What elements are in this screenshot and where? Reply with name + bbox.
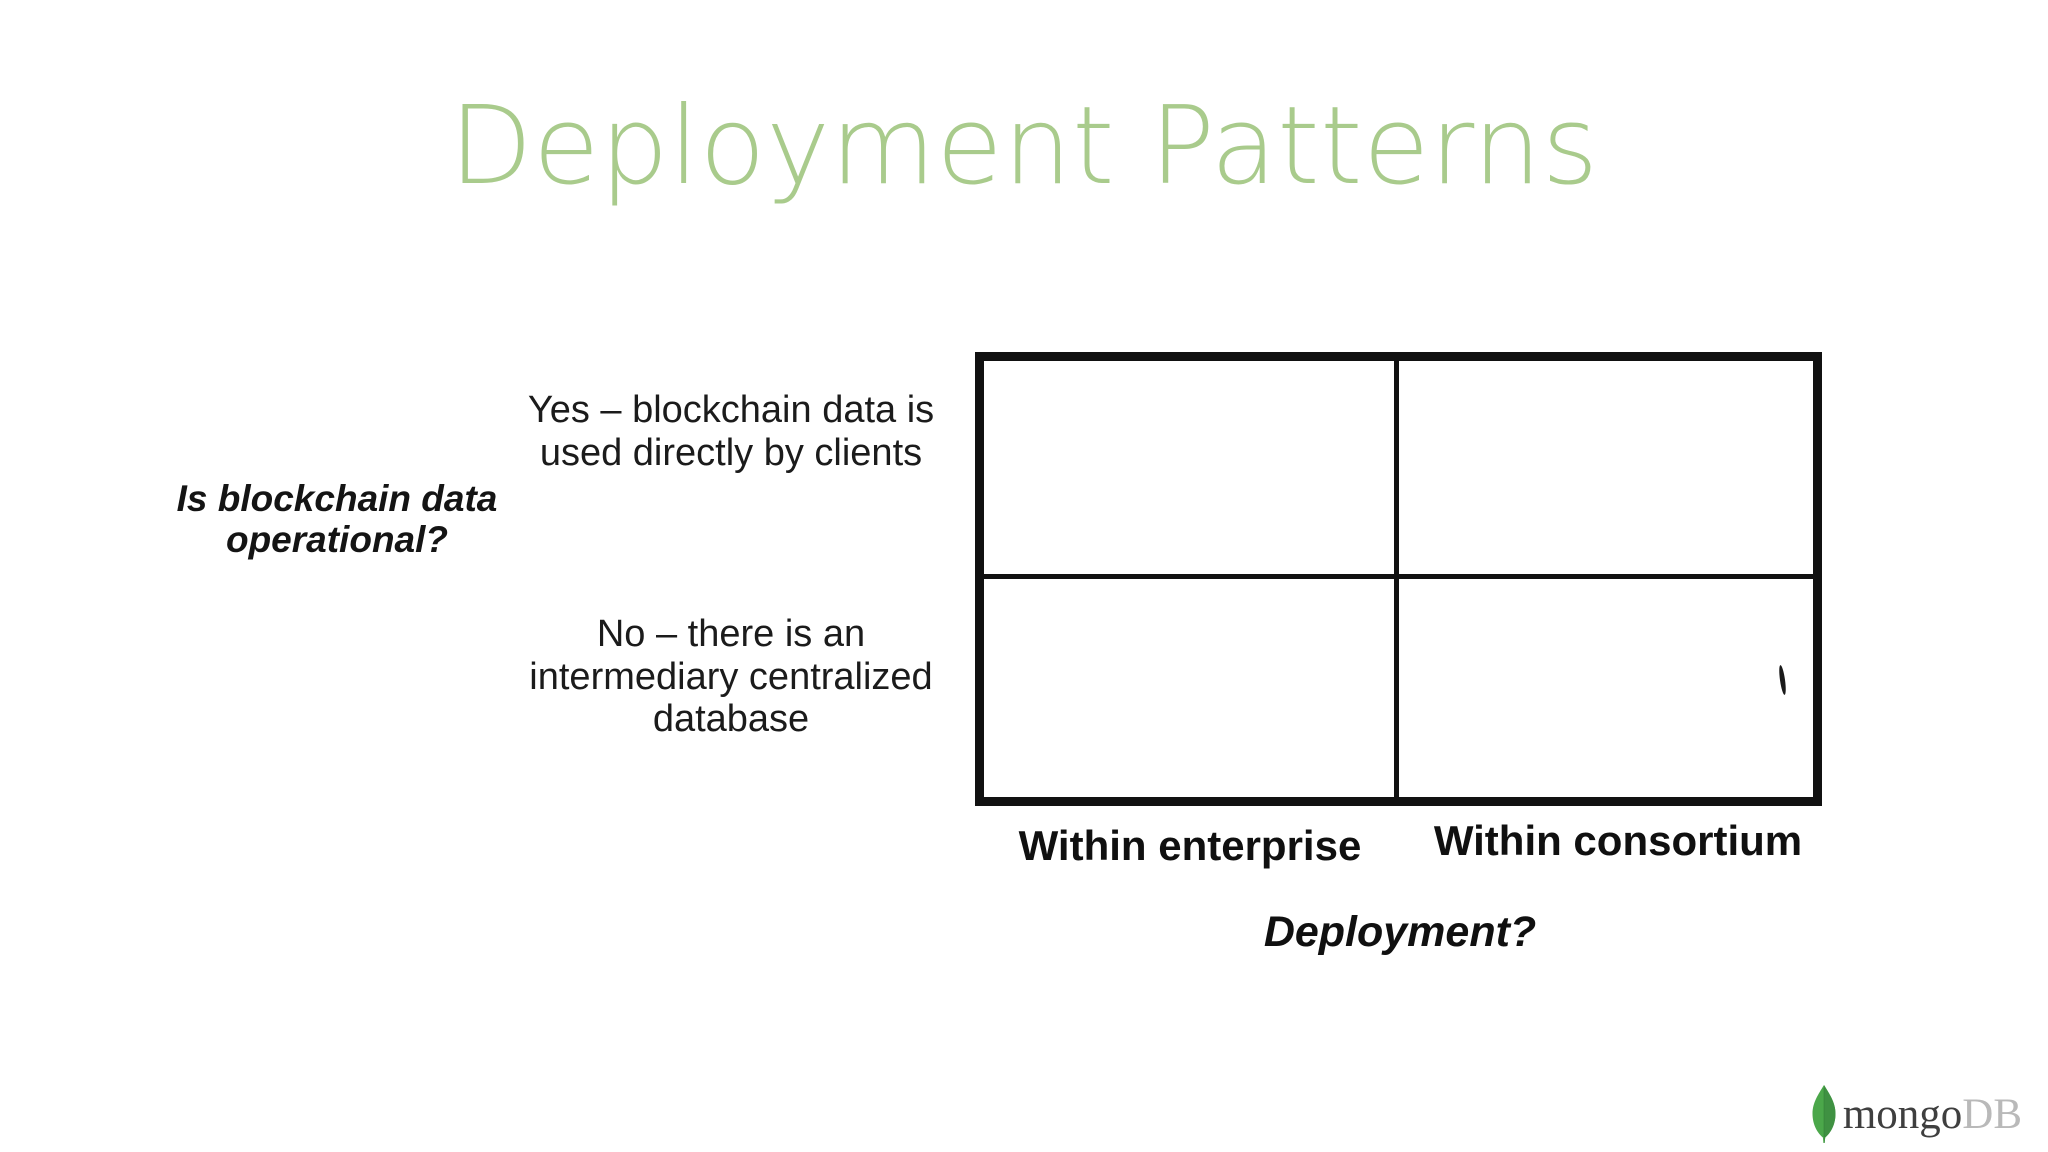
mongodb-wordmark-primary: mongo — [1842, 1090, 1963, 1138]
row-label-no: No – there is an intermediary centralize… — [529, 613, 933, 741]
column-label-within-enterprise: Within enterprise — [1018, 822, 1362, 869]
matrix-cell-yes-enterprise[interactable] — [984, 361, 1399, 579]
row-axis-title: Is blockchain data operational? — [176, 478, 498, 561]
matrix-grid — [975, 352, 1822, 806]
matrix-cell-no-consortium[interactable] — [1398, 579, 1813, 797]
page-title: Deployment Patterns — [449, 84, 1599, 209]
ink-artifact-mark — [1777, 664, 1788, 696]
mongodb-leaf-icon — [1812, 1085, 1836, 1143]
mongodb-logo: mongoDB — [1811, 1084, 2022, 1144]
matrix-cell-yes-consortium[interactable] — [1398, 361, 1813, 579]
matrix-cell-no-enterprise[interactable] — [984, 579, 1399, 797]
row-label-yes: Yes – blockchain data is used directly b… — [527, 389, 935, 474]
mongodb-wordmark: mongoDB — [1843, 1093, 2022, 1136]
mongodb-wordmark-secondary: DB — [1962, 1090, 2022, 1138]
column-label-within-consortium: Within consortium — [1433, 817, 1803, 864]
column-axis-title: Deployment? — [1263, 908, 1537, 956]
